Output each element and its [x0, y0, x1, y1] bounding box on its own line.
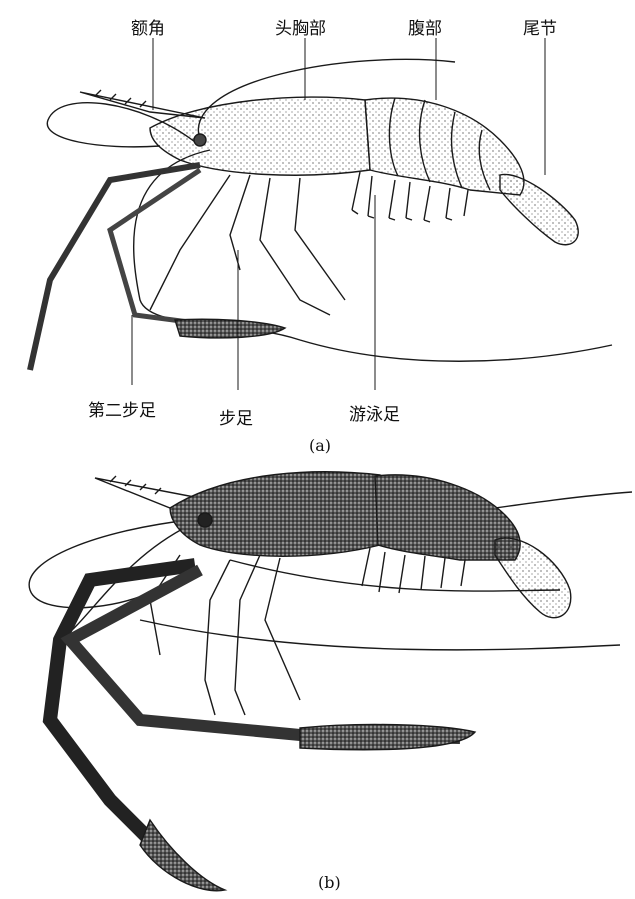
telson-b: [495, 538, 571, 618]
label-pleopod: 游泳足: [349, 400, 400, 425]
cephalothorax-a: [150, 97, 370, 175]
second-pereiopod-a: [30, 165, 285, 370]
caption-a: (a): [309, 436, 331, 455]
caption-b: (b): [318, 873, 341, 892]
shrimp-a: [30, 59, 612, 370]
antenna-b-5: [140, 620, 620, 650]
label-rostrum: 额角: [131, 14, 165, 39]
eye-a: [194, 134, 206, 146]
telson-a: [500, 174, 578, 244]
label-cephalothorax: 头胸部: [275, 14, 326, 39]
label-second-pereiopod: 第二步足: [88, 396, 156, 421]
eye-b: [198, 513, 212, 527]
label-telson: 尾节: [523, 14, 557, 39]
second-pereiopod-b: [50, 565, 475, 891]
shrimp-b: [29, 472, 632, 891]
label-abdomen: 腹部: [408, 14, 442, 39]
pereiopods-a: [150, 175, 345, 315]
label-pereiopod: 步足: [219, 404, 253, 429]
